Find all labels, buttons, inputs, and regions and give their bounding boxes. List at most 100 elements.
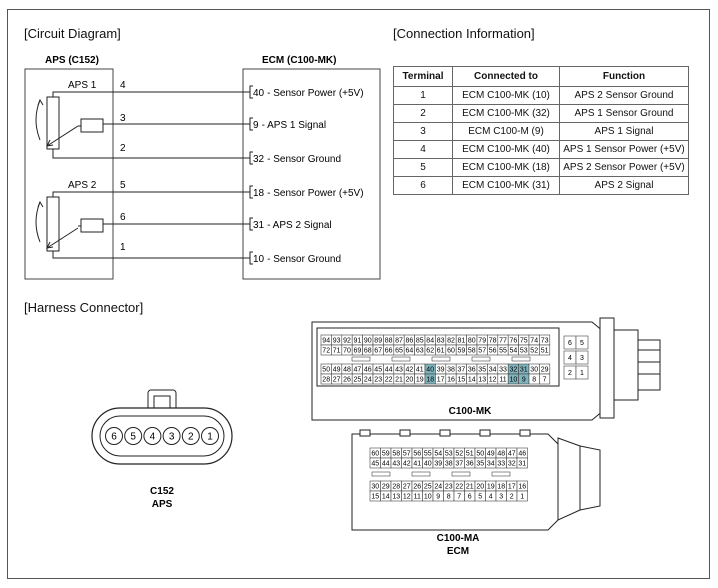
c100ma-pin-label: 53 xyxy=(445,451,453,458)
c100ma-pin-label: 2 xyxy=(510,494,514,501)
c100mk-pin-label: 66 xyxy=(385,348,393,355)
aps1-potentiometer xyxy=(35,91,250,159)
c152-pin-label: 1 xyxy=(207,432,213,443)
c100mk-label: C100-MK xyxy=(449,406,493,417)
c100mk-pin-label: 55 xyxy=(499,348,507,355)
c100mk-pin-label: 69 xyxy=(354,348,362,355)
c100ma-pin-label: 29 xyxy=(382,484,390,491)
c100mk-pin-label: 33 xyxy=(499,367,507,374)
c152-label: C152 xyxy=(150,486,174,497)
cell-function: APS 1 Sensor Ground xyxy=(559,104,689,123)
c100ma-pin-label: 27 xyxy=(403,484,411,491)
c100ma-pin-label: 24 xyxy=(434,484,442,491)
aps2-potentiometer xyxy=(35,191,250,259)
c100ma-pin-label: 8 xyxy=(447,494,451,501)
c100mk-pin-label: 90 xyxy=(364,338,372,345)
ecm-terminal-18-num: 18 xyxy=(253,188,265,199)
connection-info-title: [Connection Information] xyxy=(393,26,535,41)
c100mk-pin-label: 38 xyxy=(447,367,455,374)
c100ma-key xyxy=(411,471,431,477)
c100ma-key xyxy=(491,471,511,477)
c100mk-pin-label: 20 xyxy=(406,377,414,384)
c100mk-side-pin-label: 5 xyxy=(580,340,584,347)
cell-connected: ECM C100-MK (18) xyxy=(452,158,560,177)
aps-pin-6: 6 xyxy=(120,212,126,223)
c100ma-pin-label: 34 xyxy=(487,461,495,468)
c100mk-pin-label: 91 xyxy=(354,338,362,345)
c100mk-side-pin xyxy=(575,365,589,380)
connection-table: Terminal Connected to Function 1 ECM C10… xyxy=(393,66,689,195)
c100ma-pin-label: 51 xyxy=(466,451,474,458)
c100mk-pin-label: 21 xyxy=(395,377,403,384)
c100mk-pin-label: 9 xyxy=(522,377,526,384)
table-row: 4 ECM C100-MK (40) APS 1 Sensor Power (+… xyxy=(393,140,689,159)
c100ma-pin-label: 26 xyxy=(413,484,421,491)
c100ma-pin-label: 39 xyxy=(434,461,442,468)
c100mk-pin-label: 41 xyxy=(416,367,424,374)
c100mk-pin-label: 85 xyxy=(416,338,424,345)
c100ma-pin-label: 5 xyxy=(478,494,482,501)
c100ma-pin-label: 22 xyxy=(455,484,463,491)
aps-pin-5: 5 xyxy=(120,180,126,191)
c100mk-key xyxy=(351,356,371,362)
c100mk-pin-label: 14 xyxy=(468,377,476,384)
ecm-terminal-31-num: 31 xyxy=(253,220,265,231)
c100mk-pin-label: 59 xyxy=(458,348,466,355)
c100ma-pin-label: 47 xyxy=(508,451,516,458)
aps-pin-1: 1 xyxy=(120,242,126,253)
cell-terminal: 2 xyxy=(393,104,453,123)
c100mk-pin-label: 39 xyxy=(437,367,445,374)
c100mk-pin-label: 71 xyxy=(333,348,341,355)
c100ma-pin-label: 48 xyxy=(497,451,505,458)
c152-pin-label: 6 xyxy=(111,432,117,443)
c100ma-pin-label: 30 xyxy=(371,484,379,491)
table-row: 6 ECM C100-MK (31) APS 2 Signal xyxy=(393,176,689,195)
c100mk-pin-label: 11 xyxy=(499,377,506,384)
c100ma-pin-label: 21 xyxy=(466,484,474,491)
cell-terminal: 4 xyxy=(393,140,453,159)
ecm-terminal-32-label: - Sensor Ground xyxy=(267,154,341,165)
cell-terminal: 1 xyxy=(393,86,453,105)
c100mk-pin-label: 86 xyxy=(406,338,414,345)
svg-text:9- APS 1 Signal: 9- APS 1 Signal xyxy=(253,120,326,131)
c100mk-pin-label: 56 xyxy=(489,348,497,355)
c100ma-label: C100-MA xyxy=(437,533,480,544)
c100mk-pin-label: 89 xyxy=(374,338,382,345)
c100mk-pin-label: 68 xyxy=(364,348,372,355)
c100mk-pin-label: 79 xyxy=(478,338,486,345)
c152-pin xyxy=(201,427,219,445)
ecm-terminal-10-num: 10 xyxy=(253,254,265,265)
c100mk-pin-label: 93 xyxy=(333,338,341,345)
c100mk-side-pin-label: 1 xyxy=(580,370,584,377)
c100mk-pin-label: 17 xyxy=(437,377,445,384)
aps-pin-3: 3 xyxy=(120,113,126,124)
aps-box xyxy=(24,68,114,280)
header-connected-to: Connected to xyxy=(452,66,560,87)
c100mk-pin-label: 53 xyxy=(520,348,528,355)
c100mk-pin-label: 22 xyxy=(385,377,393,384)
c100mk-pin-label: 77 xyxy=(499,338,507,345)
svg-text:18- Sensor Power (+5V): 18- Sensor Power (+5V) xyxy=(253,188,364,199)
c152-sublabel: APS xyxy=(152,499,173,510)
c152-pin xyxy=(143,427,162,445)
c100ma-pin-label: 58 xyxy=(392,451,400,458)
c100ma-pin-label: 7 xyxy=(457,494,461,501)
c100ma-pin-label: 6 xyxy=(468,494,472,501)
c100mk-pin-label: 49 xyxy=(333,367,341,374)
c100ma-pin-label: 40 xyxy=(424,461,432,468)
c100ma-pin-label: 10 xyxy=(424,494,432,501)
c100ma-key xyxy=(371,471,391,477)
c100mk-pin-label: 46 xyxy=(364,367,372,374)
c100ma-pin-label: 49 xyxy=(487,451,495,458)
c100mk-pin-label: 74 xyxy=(530,338,538,345)
aps2-label: APS 2 xyxy=(68,180,97,191)
c152-pin xyxy=(124,427,143,445)
c100mk-side-pin-label: 4 xyxy=(568,355,572,362)
c100ma-pin-label: 25 xyxy=(424,484,432,491)
ecm-terminal-32-num: 32 xyxy=(253,154,265,165)
c100mk-side-pin-label: 3 xyxy=(580,355,584,362)
c100mk-pin-label: 42 xyxy=(406,367,414,374)
c100ma-pin-label: 60 xyxy=(371,451,379,458)
c100mk-pin-label: 28 xyxy=(322,377,330,384)
c152-pin-label: 5 xyxy=(130,432,136,443)
